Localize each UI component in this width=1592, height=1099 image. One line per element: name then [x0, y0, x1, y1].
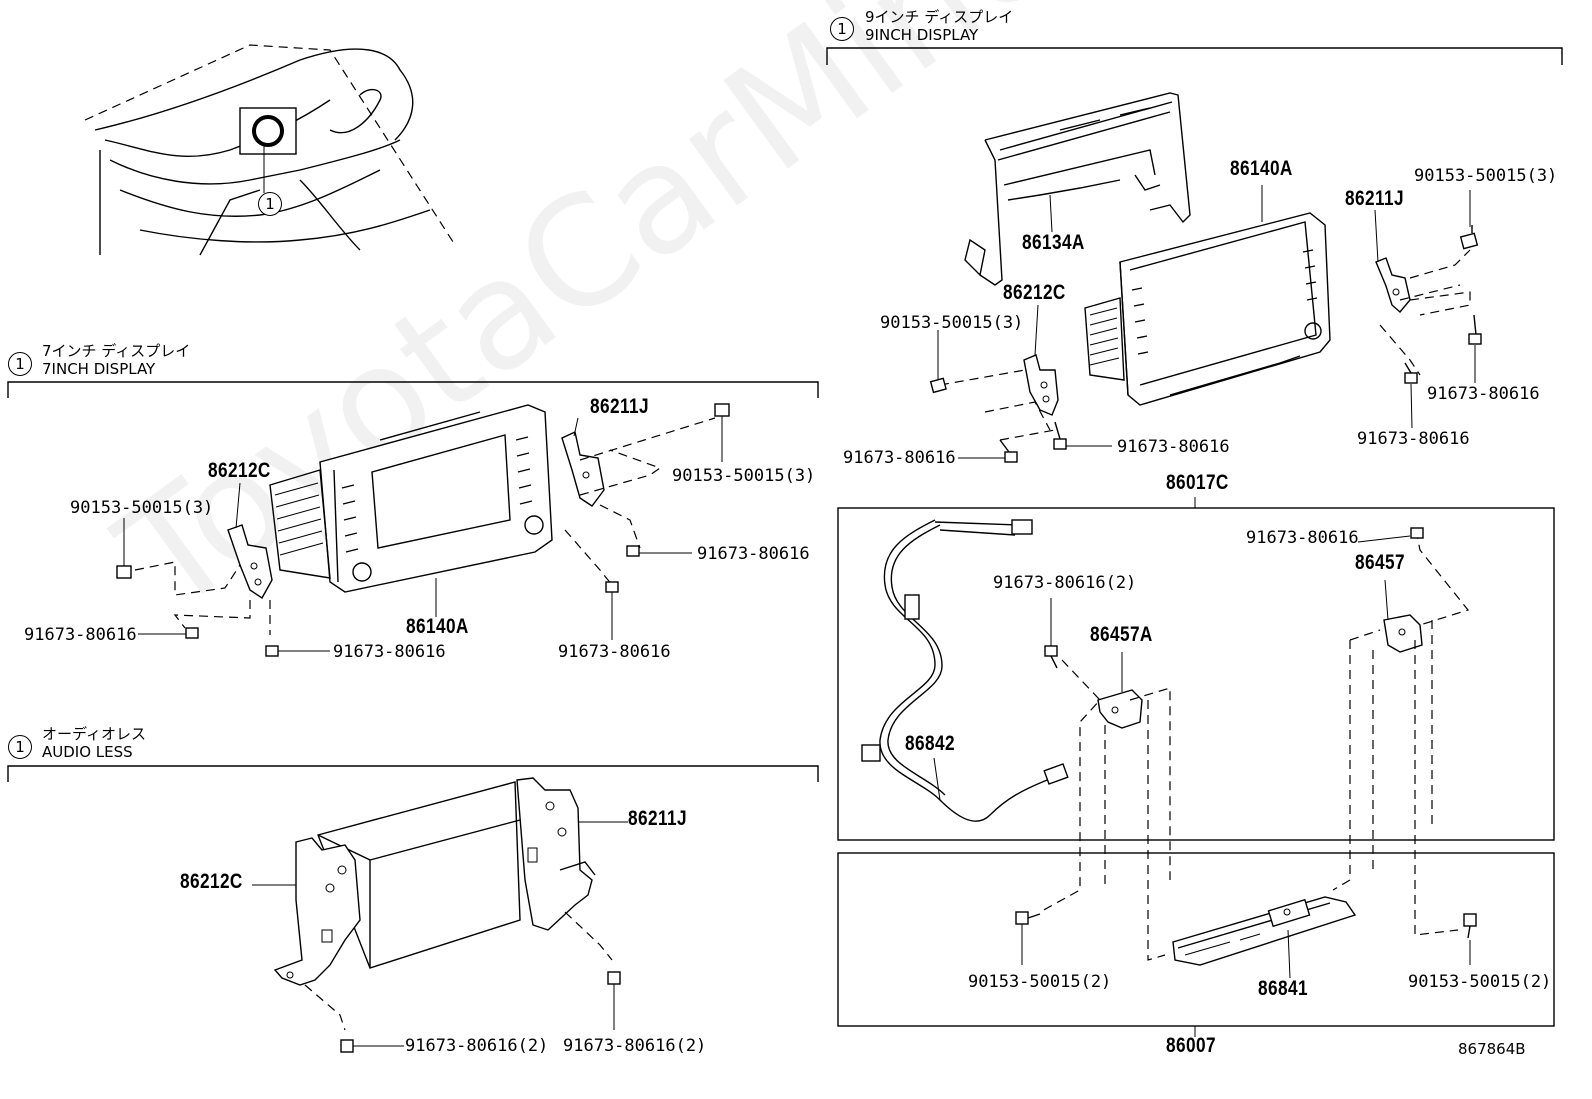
- section-title-9inch-jp: 9インチ ディスプレイ: [865, 8, 1014, 26]
- part-label-90153-50015-3-9inch-right[interactable]: 90153-50015(3): [1414, 166, 1558, 186]
- bolts-kit: [1044, 527, 1424, 669]
- part-label-91673-80616-2-kit[interactable]: 91673-80616(2): [993, 573, 1137, 593]
- bracket-86211J-9inch: [1375, 257, 1411, 313]
- section-title-audioless-en: AUDIO LESS: [42, 743, 133, 761]
- bracket-86457: [1383, 614, 1423, 653]
- bracket-7inch: [7, 381, 819, 398]
- diagram-code: 867864B: [1458, 1040, 1526, 1058]
- bracket-audioless: [7, 765, 819, 782]
- part-label-91673-80616-9inch-l[interactable]: 91673-80616: [843, 448, 956, 468]
- part-label-90153-50015-2-left[interactable]: 90153-50015(2): [968, 972, 1112, 992]
- kit-box-86017C: [837, 507, 1555, 841]
- part-label-86007[interactable]: 86007: [1166, 1034, 1216, 1057]
- part-label-86457[interactable]: 86457: [1355, 551, 1405, 574]
- bolts-9inch: [929, 225, 1482, 463]
- callout-1-audioless: 1: [8, 735, 32, 759]
- part-label-90153-50015-3-7inch-left[interactable]: 90153-50015(3): [70, 498, 214, 518]
- bezel-86134A: [964, 92, 1191, 286]
- part-label-86134A[interactable]: 86134A: [1022, 231, 1085, 254]
- part-label-86211J-9inch[interactable]: 86211J: [1345, 187, 1404, 210]
- bracket-86212C-7inch: [227, 524, 273, 600]
- section-title-audioless-jp: オーディオレス: [42, 725, 146, 743]
- ecu-86841: [1172, 896, 1357, 966]
- part-label-91673-80616-kit[interactable]: 91673-80616: [1246, 528, 1359, 548]
- part-label-86140A-7inch[interactable]: 86140A: [406, 615, 469, 638]
- part-label-86212C-7inch[interactable]: 86212C: [208, 459, 271, 482]
- part-label-86457A[interactable]: 86457A: [1090, 623, 1153, 646]
- dashboard-locator-illustration: [84, 44, 456, 256]
- part-label-86140A-9inch[interactable]: 86140A: [1230, 157, 1293, 180]
- callout-1-locator: 1: [258, 192, 282, 216]
- part-label-91673-80616-7inch-bottom[interactable]: 91673-80616: [333, 642, 446, 662]
- kit-box-86007: [837, 852, 1555, 1027]
- part-label-86211J-7inch[interactable]: 86211J: [590, 395, 649, 418]
- bolt-90153-right: [1463, 913, 1477, 927]
- bracket-9inch: [826, 47, 1563, 65]
- part-label-86212C-9inch[interactable]: 86212C: [1003, 281, 1066, 304]
- part-label-91673-80616-2-audioless-left[interactable]: 91673-80616(2): [405, 1036, 549, 1056]
- bolts-audioless: [340, 971, 621, 1053]
- part-label-91673-80616-7inch-right[interactable]: 91673-80616: [697, 544, 810, 564]
- section-title-7inch-jp: 7インチ ディスプレイ: [42, 342, 191, 360]
- section-title-7inch-en: 7INCH DISPLAY: [42, 360, 156, 378]
- part-label-91673-80616-2-audioless-right[interactable]: 91673-80616(2): [563, 1036, 707, 1056]
- section-title-9inch-en: 9INCH DISPLAY: [865, 26, 979, 44]
- part-label-86841[interactable]: 86841: [1258, 977, 1308, 1000]
- bracket-86457A: [1097, 689, 1143, 729]
- part-label-91673-80616-7inch-left[interactable]: 91673-80616: [24, 625, 137, 645]
- display-unit-86140A-9inch: [1084, 212, 1331, 406]
- part-label-91673-80616-9inch-r2[interactable]: 91673-80616: [1357, 429, 1470, 449]
- audioless-bracket-assembly: [273, 777, 596, 986]
- part-label-86211J-audioless[interactable]: 86211J: [628, 807, 687, 830]
- part-label-90153-50015-3-9inch-left[interactable]: 90153-50015(3): [880, 313, 1024, 333]
- part-label-90153-50015-2-right[interactable]: 90153-50015(2): [1408, 972, 1552, 992]
- part-label-91673-80616-9inch-m[interactable]: 91673-80616: [1117, 437, 1230, 457]
- display-unit-86140A-7inch: [269, 404, 553, 593]
- bracket-86211J-7inch: [561, 430, 605, 507]
- callout-1-7inch: 1: [8, 352, 32, 376]
- part-label-86212C-audioless[interactable]: 86212C: [180, 870, 243, 893]
- part-label-91673-80616-9inch-r1[interactable]: 91673-80616: [1427, 384, 1540, 404]
- part-label-90153-50015-3-7inch-right[interactable]: 90153-50015(3): [672, 466, 816, 486]
- callout-1-9inch: 1: [830, 17, 854, 41]
- bolt-90153-left: [1015, 911, 1029, 925]
- part-label-91673-80616-7inch-bottom-right[interactable]: 91673-80616: [558, 642, 671, 662]
- harness-86842: [861, 519, 1069, 822]
- part-label-86842[interactable]: 86842: [905, 732, 955, 755]
- part-label-86017C[interactable]: 86017C: [1166, 471, 1229, 494]
- bolts-7inch: [116, 403, 730, 657]
- bracket-86212C-9inch: [1023, 354, 1059, 416]
